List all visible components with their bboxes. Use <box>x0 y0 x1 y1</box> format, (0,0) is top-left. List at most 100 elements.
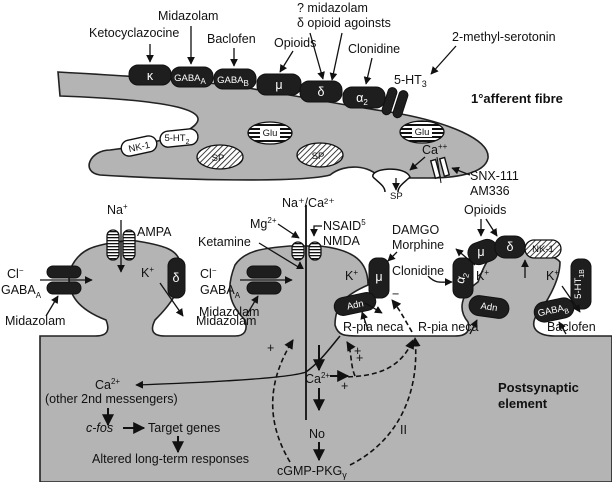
nk1-receptor-top: NK-1 <box>120 135 158 157</box>
arrow <box>279 50 294 73</box>
clonidine-top-label: Clonidine <box>348 42 400 56</box>
cl-label-mid: Cl− <box>200 266 217 281</box>
no-label: No <box>309 427 325 441</box>
gaba-a-channel-left <box>46 265 82 295</box>
midazolam-mid2-label: Midazolam <box>196 314 256 328</box>
svg-text:Glu: Glu <box>263 128 278 139</box>
svg-text:GABAB: GABAB <box>217 75 249 88</box>
nmda-label: NMDA <box>323 234 360 248</box>
midazolam-mid-label: Midazolam <box>199 305 259 319</box>
opioids-top-label: Opioids <box>274 36 316 50</box>
arrow <box>430 45 457 75</box>
gaba-a-label-left: GABAA <box>1 283 42 300</box>
svg-text:NK-1: NK-1 <box>128 140 151 155</box>
arrow <box>45 295 59 317</box>
opioids-right-label: Opioids <box>464 203 506 217</box>
alpha2-receptor-top: α2 <box>342 86 386 109</box>
mu-receptor-mid: μ <box>368 257 390 299</box>
arrow <box>427 275 453 286</box>
ii-label: II <box>400 423 407 437</box>
afferent-fibre-title: 1°afferent fibre <box>471 91 563 106</box>
postsynaptic-title-line1: Postsynaptic <box>498 380 579 395</box>
curve-line <box>305 335 341 373</box>
dashed-arrow-left <box>271 339 294 463</box>
clonidine-mid-label: Clonidine <box>392 264 444 278</box>
svg-text:μ: μ <box>275 78 282 92</box>
k-label-mid: K+ <box>345 268 358 283</box>
mu-receptor-top: μ <box>256 73 302 96</box>
damgo-label: DAMGO <box>392 223 440 237</box>
arrow <box>277 223 300 239</box>
delta-receptor-top: δ <box>299 80 343 103</box>
plus-sign-3: + <box>356 351 363 365</box>
arrow <box>455 248 476 266</box>
delta-receptor-right: δ <box>494 235 526 259</box>
sp-vesicle-2: SP <box>296 142 344 168</box>
alpha2-receptor-right: α2 <box>452 257 474 299</box>
svg-text:μ: μ <box>477 245 484 259</box>
glu-vesicle-1: Glu <box>247 121 293 145</box>
arrow <box>310 225 322 237</box>
dashed-arrow-right <box>349 337 421 466</box>
ca-left-label: Ca2+ <box>95 377 120 392</box>
arrow <box>451 166 471 176</box>
ca-curve-arrow <box>135 371 307 389</box>
adn-receptor-mid: Adn <box>333 292 377 316</box>
dashed-arrow-minus <box>391 299 413 333</box>
arrow <box>159 282 184 317</box>
arrow <box>360 311 369 331</box>
arrow <box>363 57 373 85</box>
sp-release-label: SP <box>390 191 403 202</box>
altered-responses-label: Altered long-term responses <box>92 452 249 466</box>
methylserotonin-label: 2-methyl-serotonin <box>452 30 556 44</box>
postsynaptic-body <box>39 239 612 482</box>
baclofen-right-label: Baclofen <box>547 320 596 334</box>
arrow <box>329 32 343 81</box>
plus-sign-4: + <box>341 379 348 393</box>
midazolam-left-label: Midazolam <box>5 314 65 328</box>
gaba-b-receptor-right: GABAB <box>533 297 575 323</box>
kappa-receptor: κ <box>128 64 172 86</box>
snx111-label: SNX-111 <box>470 169 519 183</box>
svg-text:5-HT2: 5-HT2 <box>164 133 189 146</box>
dashed-arrow-up <box>346 341 356 377</box>
svg-text:δ: δ <box>507 240 514 254</box>
ca-label-top: Ca++ <box>422 142 448 157</box>
mg-label: Mg2+ <box>250 216 277 231</box>
svg-text:NK-1: NK-1 <box>532 244 554 255</box>
gaba-a-channel-mid <box>246 265 282 295</box>
svg-text:Glu: Glu <box>415 127 430 138</box>
nk1-receptor-right: NK-1 <box>524 239 562 259</box>
nsaid-label: NSAID5 <box>323 218 366 233</box>
arrow <box>309 32 325 80</box>
svg-text:δ: δ <box>173 271 180 285</box>
svg-text:SP: SP <box>312 151 325 162</box>
svg-text:α2: α2 <box>356 91 368 107</box>
morphine-label: Morphine <box>392 238 444 252</box>
arrow <box>469 319 478 335</box>
k-label-right-1: K+ <box>476 268 489 283</box>
rpia-label-2: R-pia neca <box>418 320 478 334</box>
svg-text:Adn: Adn <box>480 301 498 314</box>
arrow <box>245 295 259 317</box>
cl-label-left: Cl− <box>7 266 24 281</box>
5ht1b-receptor: 5-HT1B <box>570 258 592 310</box>
naca-label: Na⁺/Ca²⁺ <box>282 196 335 210</box>
other-messengers-label: (other 2nd messengers) <box>45 392 178 406</box>
ketamine-label: Ketamine <box>198 235 251 249</box>
ampa-channel <box>106 229 136 261</box>
plus-sign-1: + <box>267 341 274 355</box>
svg-text:κ: κ <box>147 69 154 83</box>
svg-text:GABAA: GABAA <box>174 73 206 86</box>
arrow <box>387 251 398 262</box>
5ht3-channel: 5-HT3 <box>381 73 427 119</box>
adn-receptor-right: Adn <box>468 295 510 319</box>
arrow <box>409 156 426 171</box>
cfos-label: c-fos <box>86 421 113 435</box>
svg-text:α2: α2 <box>453 270 472 286</box>
midazolam-top-label: Midazolam <box>158 9 218 23</box>
arrow <box>258 242 304 270</box>
svg-text:5-HT1B: 5-HT1B <box>573 269 586 299</box>
rpia-label-1: R-pia neca <box>343 320 403 334</box>
